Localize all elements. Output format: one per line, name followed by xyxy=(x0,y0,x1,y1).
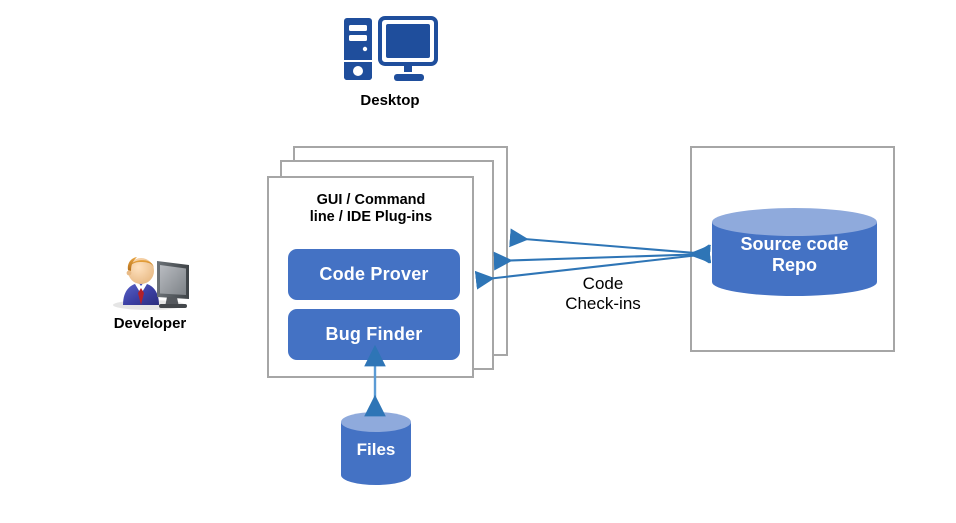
files-cylinder-top xyxy=(341,412,411,432)
edge-repo-to-panel-back xyxy=(509,228,711,264)
source-repo-cylinder[interactable]: Source code Repo xyxy=(712,208,877,296)
module-code-prover[interactable]: Code Prover xyxy=(288,249,460,300)
developer-person-at-computer-icon xyxy=(105,245,195,310)
code-checkins-label: Code Check-ins xyxy=(565,274,641,313)
module-bug-finder[interactable]: Bug Finder xyxy=(288,309,460,360)
edge-repo-to-panel-middle xyxy=(493,244,711,271)
developer-label: Developer xyxy=(113,315,187,332)
desktop-computer-icon xyxy=(340,16,440,88)
panel-title: GUI / Command line / IDE Plug-ins xyxy=(309,192,433,225)
files-label: Files xyxy=(356,440,396,459)
files-cylinder[interactable]: Files xyxy=(341,412,411,485)
desktop-label: Desktop xyxy=(360,92,420,109)
repo-cylinder-top xyxy=(712,208,877,236)
source-repo-label: Source code Repo xyxy=(740,234,849,275)
